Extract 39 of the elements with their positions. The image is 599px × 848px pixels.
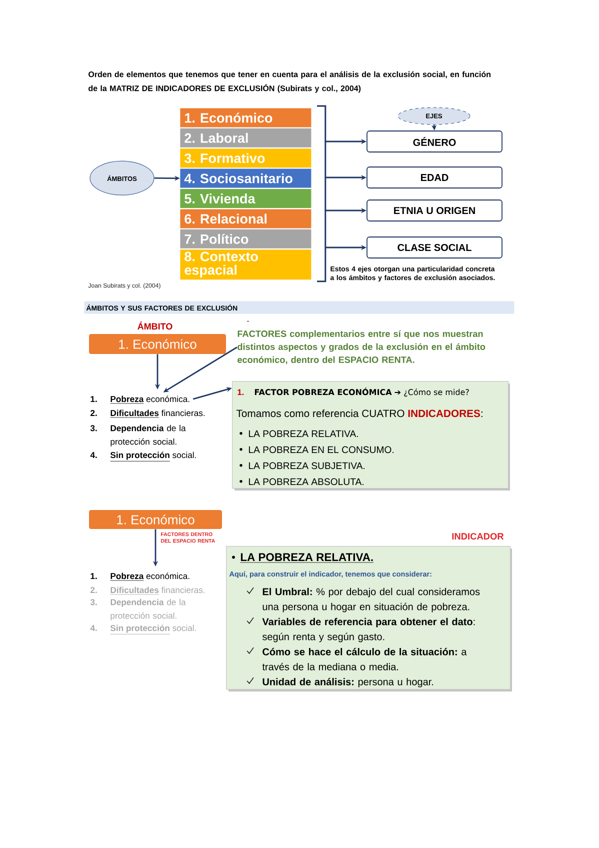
rounded-box: CLASE SOCIAL — [366, 236, 502, 258]
list-item: 3. Dependencia de la protección social. — [90, 424, 186, 446]
list-item: 4. Sin protección social. — [90, 624, 196, 634]
list-item: 2. Dificultades financieras. — [90, 410, 204, 418]
check-item: El Umbral: % por debajo del cual consideramos una persona u hogar en situación de pobreza. — [262, 588, 480, 612]
check-item: Variables de referencia para obtener el dato: según renta y según gasto. — [262, 618, 475, 642]
list-number: 1. — [238, 389, 244, 395]
bullet-text: LA POBREZA SUBJETIVA. — [248, 462, 364, 470]
list-item: 2. Dificultades financieras. — [90, 586, 204, 595]
category-box: 1. Económico — [89, 510, 222, 529]
category-box: 2. Laboral — [180, 128, 312, 148]
category-box: 4. Sociosanitario — [180, 168, 312, 188]
bullet-text: LA POBREZA EN EL CONSUMO. — [248, 446, 394, 454]
bracket — [317, 105, 326, 282]
text: Tomamos como referencia CUATRO INDICADORES: — [236, 409, 482, 418]
bullet-text: LA POBREZA RELATIVA. — [248, 430, 358, 438]
category-box: 7. Político — [180, 229, 312, 248]
rounded-box: ETNIA U ORIGEN — [366, 200, 502, 222]
category-box: 3. Formativo — [180, 148, 312, 168]
list-item: 1. Pobreza económica. — [90, 572, 190, 581]
heading: ÁMBITO — [138, 322, 172, 330]
category-box: 5. Vivienda — [180, 189, 312, 208]
check-item: Cómo se hace el cálculo de la situación: a través de la mediana o media. — [262, 648, 467, 670]
bullet-text: LA POBREZA ABSOLUTA. — [248, 478, 364, 486]
heading: FACTOR POBREZA ECONÓMICA ➔ ¿Cómo se mide? — [254, 388, 469, 397]
heading: LA POBREZA RELATIVA. — [240, 553, 374, 563]
list-item: 1. Pobreza económica. — [90, 396, 190, 404]
category-box: 8. Contexto espacial — [180, 250, 312, 280]
check-item: Unidad de análisis: persona u hogar. — [262, 678, 434, 688]
paragraph: FACTORES complementarios entre sí que nos muestran distintos aspectos y grados de la exclusión en el ámbito económico, dentro del ESPACIO RENTA. — [238, 330, 486, 364]
rounded-box: GÉNERO — [366, 130, 502, 152]
list-item: 3. Dependencia de la protección social. — [90, 598, 186, 620]
list-item: 4. Sin protección social. — [90, 452, 196, 462]
category-box: 1. Económico — [180, 108, 312, 128]
rounded-box: EDAD — [366, 166, 502, 188]
category-box: 6. Relacional — [180, 209, 312, 228]
title: Orden de elementos que tenemos que tener en cuenta para el análisis de la exclusión social, en función de la MATRIZ DE INDICADORES DE EXCLUSIÓN (Subirats y col., 2004) — [88, 71, 490, 93]
heading: INDICADOR — [452, 533, 504, 540]
category-box: 1. Económico — [89, 334, 226, 354]
